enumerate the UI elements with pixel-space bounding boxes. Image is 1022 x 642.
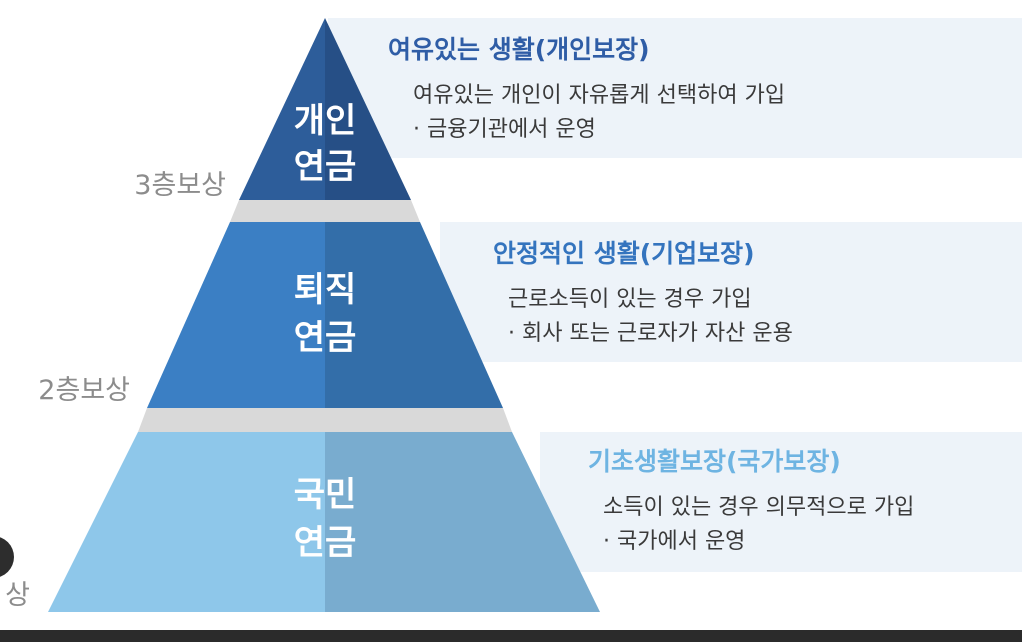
gap-band-upper bbox=[230, 200, 420, 222]
bottom-bar bbox=[0, 630, 1022, 642]
tier-1-label-line2: 연금 bbox=[294, 147, 357, 187]
tier-3-level-label: 상 bbox=[5, 580, 30, 611]
tier-2-shape-left bbox=[147, 222, 325, 408]
tier-2-label-line1: 퇴직 bbox=[294, 270, 357, 310]
tier-3-label-line1: 국민 bbox=[294, 475, 357, 515]
tier-2-desc-line1: 근로소득이 있는 경우 가입 bbox=[508, 287, 752, 312]
tier-3-panel bbox=[540, 432, 1022, 572]
tier-3-title: 기초생활보장(국가보장) bbox=[588, 447, 841, 476]
tier-2-desc-line2: · 회사 또는 근로자가 자산 운용 bbox=[508, 321, 793, 346]
tier-1-shape-right bbox=[325, 18, 411, 200]
tier-2-panel bbox=[440, 222, 1022, 362]
tier-2-label-line2: 연금 bbox=[294, 318, 357, 358]
tier-2-level-label: 2층보상 bbox=[38, 375, 130, 406]
tier-1-label-line1: 개인 bbox=[294, 101, 357, 141]
tier-1-shape-left bbox=[239, 18, 325, 200]
tier-3-shape-right bbox=[325, 432, 600, 612]
overlay-circle-button[interactable] bbox=[0, 536, 14, 578]
tier-3-desc-line2: · 국가에서 운영 bbox=[603, 529, 745, 554]
gap-band-lower bbox=[138, 408, 512, 432]
tier-3-desc-line1: 소득이 있는 경우 의무적으로 가입 bbox=[603, 495, 914, 520]
tier-3-label-line2: 연금 bbox=[294, 523, 357, 563]
tier-1-level-label: 3층보상 bbox=[134, 170, 226, 201]
tier-2-title: 안정적인 생활(기업보장) bbox=[493, 239, 755, 268]
tier-1-panel bbox=[328, 18, 1022, 158]
tier-1-desc-line1: 여유있는 개인이 자유롭게 선택하여 가입 bbox=[413, 83, 785, 108]
tier-3-shape-left bbox=[48, 432, 325, 612]
tier-1-desc-line2: · 금융기관에서 운영 bbox=[413, 117, 596, 142]
tier-2-shape-right bbox=[325, 222, 503, 408]
tier-1-title: 여유있는 생활(개인보장) bbox=[388, 35, 650, 64]
